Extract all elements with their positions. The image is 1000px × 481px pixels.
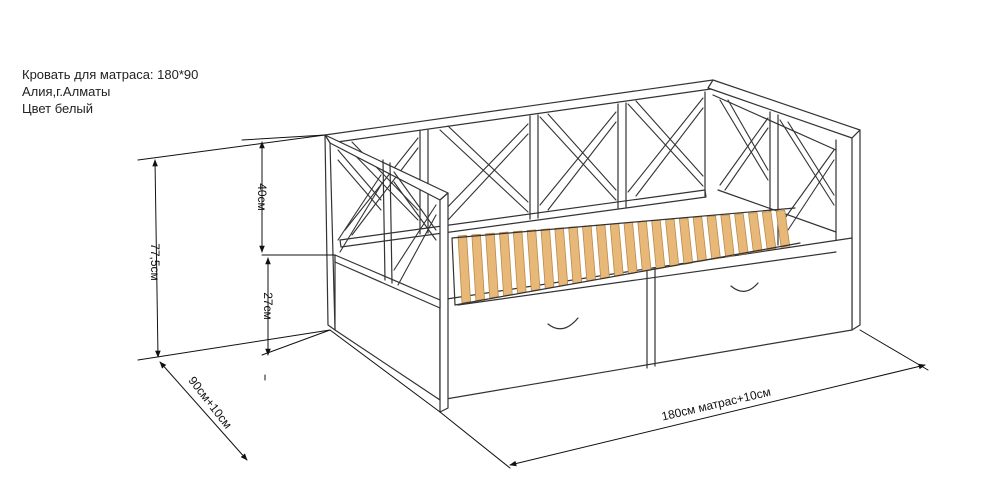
label-length: 180см матрас+10см (660, 385, 772, 424)
label-depth: 90см+10см (185, 374, 234, 432)
slat (595, 224, 610, 280)
dim-total-height (152, 159, 161, 358)
label-base-height: 27см (261, 292, 275, 320)
label-total-height: 77,5см (148, 243, 162, 281)
slat (512, 230, 527, 294)
slat (734, 213, 749, 256)
order-notes: Кровать для матраса: 180*90 Алия,г.Алмат… (22, 66, 198, 117)
slat (706, 215, 721, 260)
back-panel (324, 79, 719, 248)
slat (692, 216, 707, 263)
left-armrest (324, 134, 449, 413)
slat (471, 233, 485, 301)
dimension-lines (137, 134, 929, 469)
slat (540, 228, 555, 289)
slat (748, 212, 763, 253)
slat (568, 226, 583, 285)
slat (609, 223, 624, 277)
back-crosses (344, 97, 704, 236)
note-bed-spec: Кровать для матраса: 180*90 (22, 67, 199, 82)
armrest-crosses (337, 149, 437, 286)
slat (485, 232, 499, 299)
slat (761, 211, 777, 251)
slat (665, 218, 680, 268)
slat (554, 227, 569, 287)
slat (582, 225, 596, 282)
slat (678, 217, 694, 265)
slat-frame (451, 207, 801, 306)
slat (720, 214, 735, 258)
slat (775, 210, 791, 248)
slat (457, 234, 472, 304)
dim-depth (159, 361, 248, 461)
drawer-right-handle (730, 282, 759, 292)
right-crosses (719, 99, 835, 231)
slat (499, 231, 513, 297)
slat (526, 229, 541, 292)
drawer-handles (547, 282, 759, 330)
drawer-left-handle (547, 317, 579, 330)
slat (623, 221, 638, 275)
note-customer: Алия,г.Алматы (22, 84, 111, 99)
slat (651, 219, 666, 270)
note-color: Цвет белый (22, 101, 94, 116)
slat (637, 220, 652, 272)
dim-length (509, 363, 926, 467)
label-back-upper: 40см (255, 183, 269, 211)
